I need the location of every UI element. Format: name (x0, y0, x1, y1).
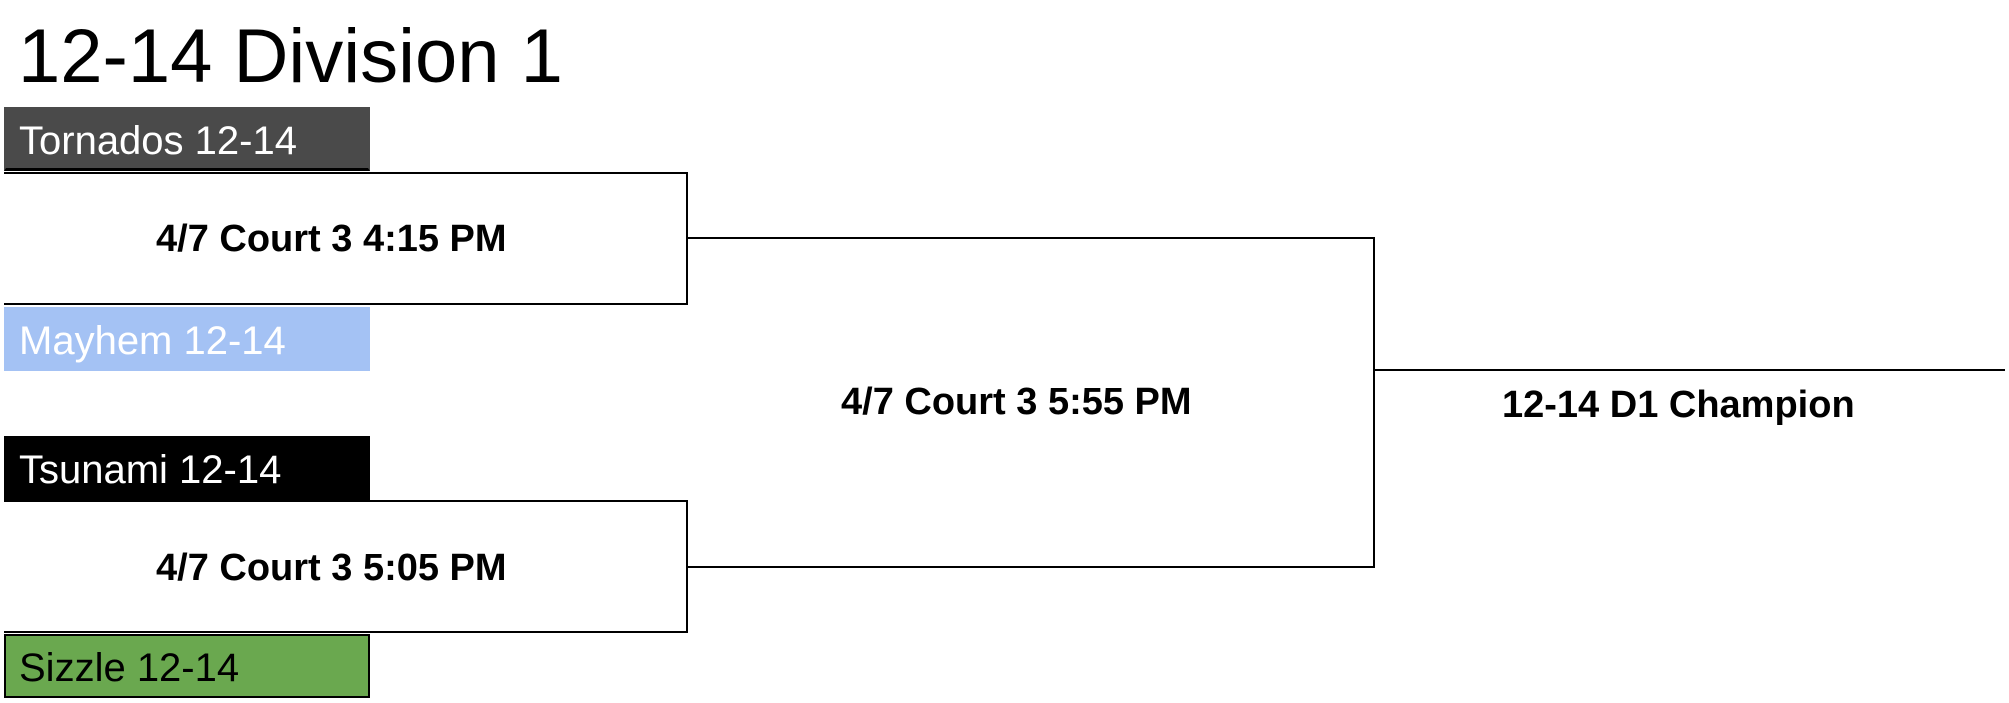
page-title: 12-14 Division 1 (18, 14, 563, 99)
final-bracket (686, 237, 1375, 568)
team-slot-tsunami: Tsunami 12-14 (4, 436, 370, 500)
team-slot-mayhem: Mayhem 12-14 (4, 307, 370, 371)
semifinal-1-label: 4/7 Court 3 4:15 PM (156, 218, 507, 260)
champion-line (1375, 369, 2005, 371)
team-slot-tornados: Tornados 12-14 (4, 107, 370, 171)
semifinal-2-label: 4/7 Court 3 5:05 PM (156, 547, 507, 589)
champion-label: 12-14 D1 Champion (1502, 384, 1855, 426)
final-game-label: 4/7 Court 3 5:55 PM (841, 381, 1192, 423)
team-slot-sizzle: Sizzle 12-14 (4, 634, 370, 698)
